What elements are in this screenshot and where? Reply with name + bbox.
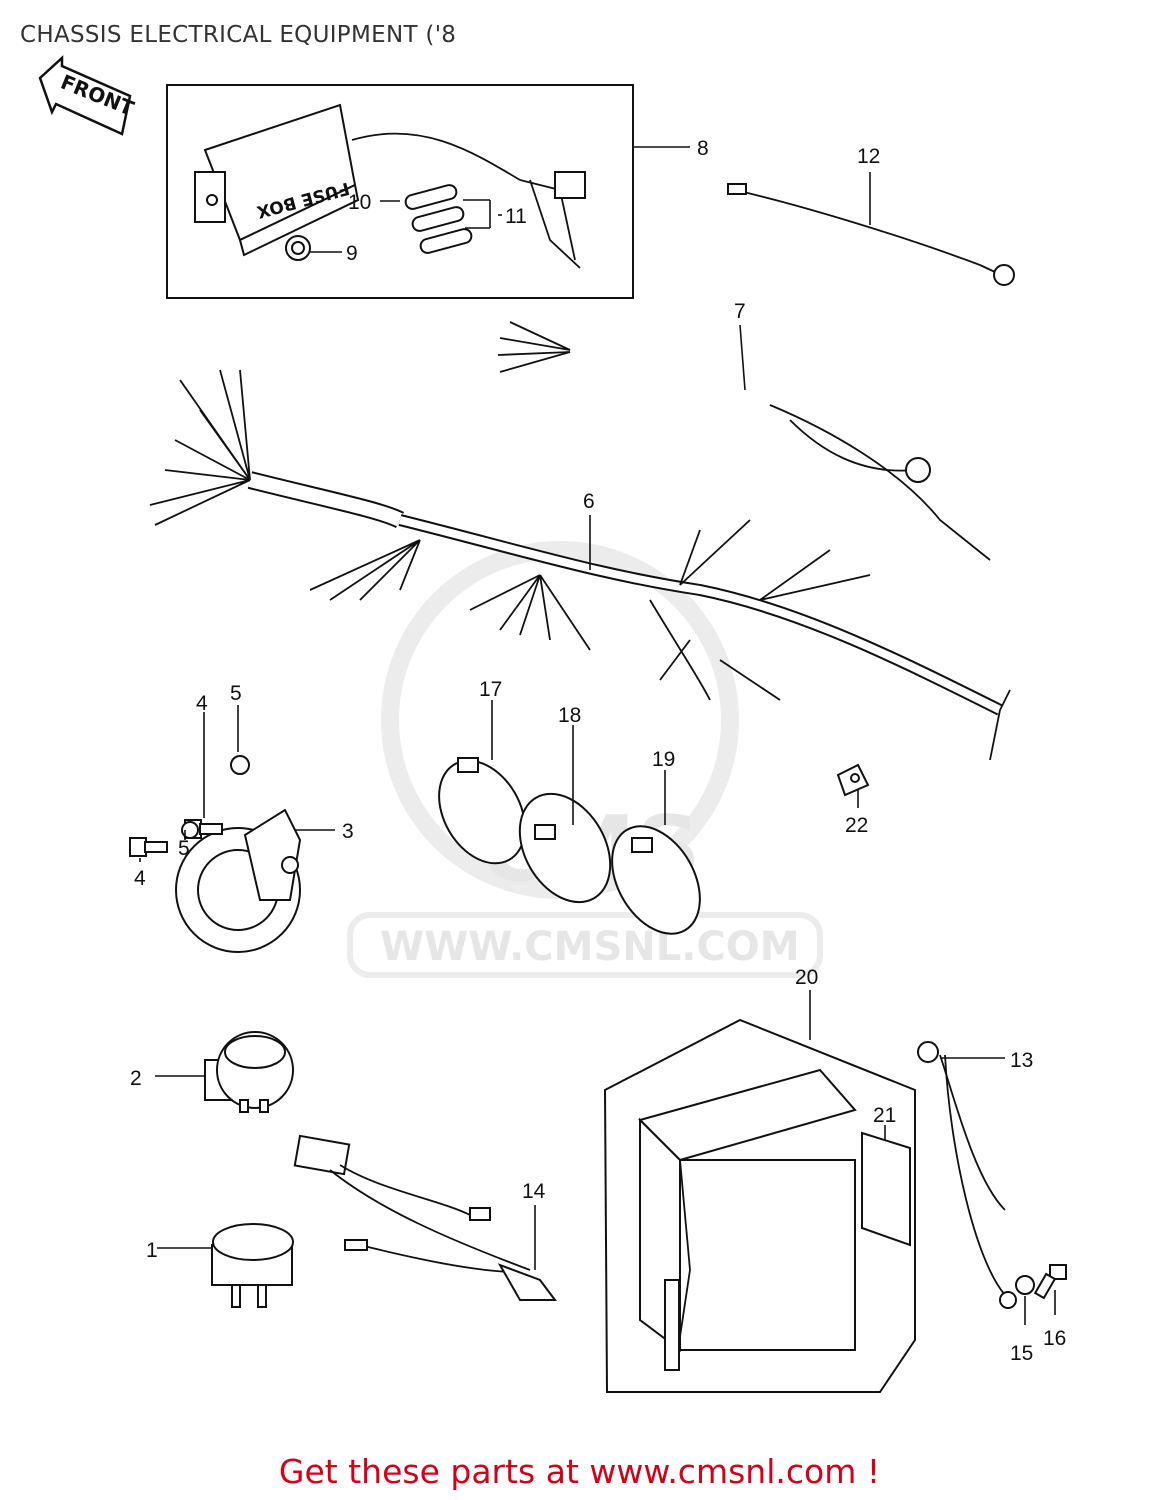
- footer-link[interactable]: Get these parts at www.cmsnl.com !: [278, 1452, 881, 1491]
- callout-4-lower: 4: [134, 867, 146, 890]
- callout-5-lower: 5: [178, 837, 190, 860]
- callout-8: 8: [697, 137, 709, 160]
- battery-nut: [1015, 1275, 1035, 1295]
- relay-2: [204, 1031, 294, 1113]
- battery-cable: [917, 1041, 1017, 1309]
- relay-1: [211, 1223, 294, 1308]
- callout-19: 19: [652, 748, 675, 771]
- main-harness: [149, 369, 1011, 761]
- fuse-box-group-frame: [166, 84, 634, 299]
- exploded-parts-diagram: CMS WWW.CMSNL.COM FRONT FUSE BOX: [38, 55, 1067, 1393]
- watermark-text: WWW.CMSNL.COM: [380, 924, 800, 970]
- ground-lead: [727, 183, 1015, 286]
- callout-1: 1: [146, 1239, 158, 1262]
- callout-12: 12: [857, 145, 880, 168]
- callout-2: 2: [130, 1067, 142, 1090]
- battery-group-frame: [603, 1018, 916, 1393]
- callout-16: 16: [1043, 1327, 1066, 1350]
- nut-lower: [181, 821, 199, 839]
- callout-7: 7: [734, 300, 746, 323]
- callout-3: 3: [342, 820, 354, 843]
- bolt-lower: [129, 837, 168, 857]
- sub-harness: [497, 321, 991, 561]
- clamp: [836, 763, 870, 797]
- callout-20: 20: [795, 966, 818, 989]
- callout-9: 9: [346, 242, 358, 265]
- leader-lines: [139, 146, 1056, 1325]
- callout-11: 11: [505, 205, 527, 228]
- grommet: [285, 235, 311, 261]
- band-18: [518, 792, 612, 904]
- callout-15: 15: [1010, 1342, 1033, 1365]
- callout-6: 6: [583, 490, 595, 513]
- battery-lead: [293, 1134, 557, 1301]
- callout-13: 13: [1010, 1049, 1033, 1072]
- page-title: CHASSIS ELECTRICAL EQUIPMENT ('8: [20, 22, 457, 48]
- band-19: [611, 825, 701, 935]
- nut-upper: [230, 755, 250, 775]
- callout-21: 21: [873, 1104, 896, 1127]
- callout-14: 14: [522, 1180, 546, 1203]
- callout-4-upper: 4: [196, 692, 208, 715]
- callout-18: 18: [558, 704, 581, 727]
- battery: [638, 1068, 857, 1371]
- front-arrow-icon: FRONT: [38, 55, 138, 136]
- callout-17: 17: [479, 678, 502, 701]
- battery-bolt: [1033, 1264, 1067, 1300]
- fuses: [404, 184, 473, 254]
- callout-5-upper: 5: [230, 682, 242, 705]
- horn: [175, 808, 302, 953]
- callout-10: 10: [348, 191, 371, 214]
- watermark: CMS WWW.CMSNL.COM: [347, 541, 823, 978]
- fuse-box: FUSE BOX: [194, 103, 586, 269]
- callout-22: 22: [845, 814, 868, 837]
- battery-sticker: [861, 1131, 911, 1247]
- band-17: [438, 757, 526, 865]
